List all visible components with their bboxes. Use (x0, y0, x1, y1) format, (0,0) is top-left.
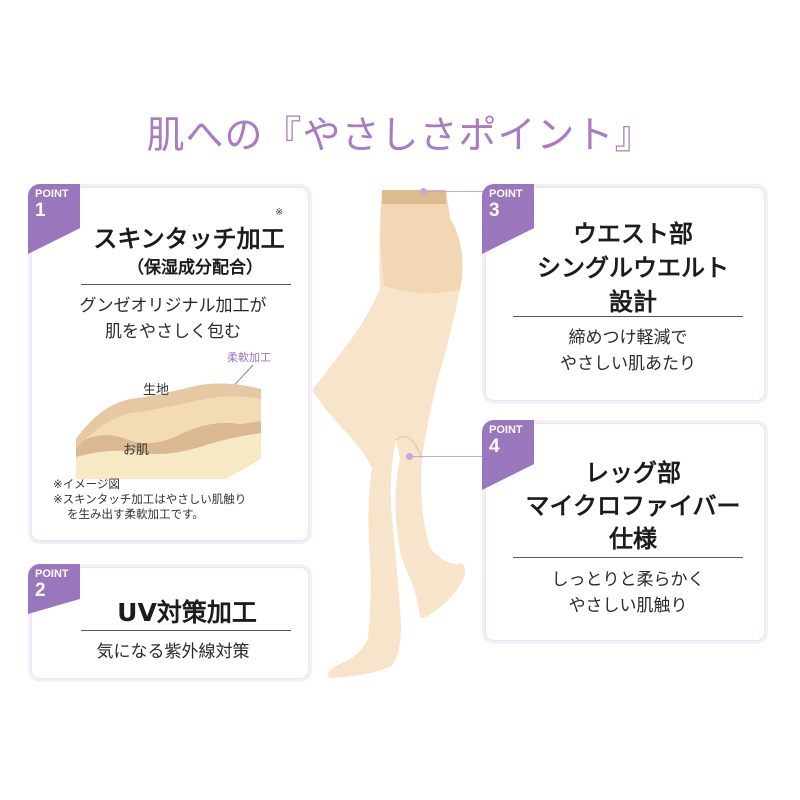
waist-connector-dot (420, 188, 427, 195)
point-1-description: グンゼオリジナル加工が 肌をやさしく包む (51, 293, 295, 345)
point-3-heading-line: 設計 (609, 288, 657, 316)
note-line: ※イメージ図 (53, 477, 120, 491)
fabric-layers-diagram (76, 364, 261, 479)
point-1-badge-word: POINT (35, 188, 69, 200)
point-1-mark: ※ (275, 207, 284, 218)
point-3-heading: ウエスト部 シングルウエルト 設計 (505, 217, 761, 319)
point-3-badge-number: 3 (489, 200, 500, 221)
point-1-badge: POINT 1 (28, 184, 80, 254)
point-4-card: POINT 4 レッグ部 マイクロファイバー 仕様 しっとりと柔らかく やさしい… (482, 420, 768, 644)
point-1-notes: ※イメージ図 ※スキンタッチ加工はやさしい肌触り を生み出す柔軟加工です。 (53, 477, 303, 522)
point-2-description: 気になる紫外線対策 (96, 642, 250, 662)
leg-connector-dot (406, 453, 413, 460)
point-1-badge-number: 1 (35, 200, 46, 221)
point-1-heading: スキンタッチ加工 (93, 225, 285, 253)
skin-label: お肌 (123, 443, 150, 458)
point-3-description-line: 締めつけ軽減で (568, 328, 688, 348)
point-4-heading-line: レッグ部 (585, 459, 681, 487)
waist-connector-line (426, 191, 484, 192)
point-2-divider (81, 630, 291, 631)
point-3-badge-word: POINT (489, 188, 523, 200)
point-2-badge: POINT 2 (28, 564, 80, 614)
point-2-badge-number: 2 (35, 580, 46, 601)
point-1-divider (81, 284, 291, 285)
point-2-card: POINT 2 UV対策加工 気になる紫外線対策 (28, 564, 312, 682)
point-1-description-line: グンゼオリジナル加工が (79, 296, 267, 316)
point-3-heading-line: シングルウエルト (537, 254, 729, 282)
point-4-badge-number: 4 (489, 436, 500, 457)
softening-label: 柔軟加工 (227, 351, 271, 364)
point-2-heading: UV対策加工 (117, 598, 257, 627)
note-line: を生み出す柔軟加工です。 (67, 507, 204, 521)
point-2-badge-word: POINT (35, 568, 69, 580)
point-4-divider (513, 557, 743, 558)
note-line: ※スキンタッチ加工はやさしい肌触り (53, 492, 247, 506)
leg-connector-line (412, 456, 484, 457)
point-1-card: POINT 1 スキンタッチ加工 ※ （保湿成分配合） グンゼオリジナル加工が … (28, 184, 312, 544)
point-4-description-line: やさしい肌触り (568, 596, 688, 616)
point-4-description: しっとりと柔らかく やさしい肌触り (505, 567, 751, 619)
point-3-heading-line: ウエスト部 (573, 220, 693, 248)
point-3-card: POINT 3 ウエスト部 シングルウエルト 設計 締めつけ軽減で やさしい肌あ… (482, 184, 768, 404)
point-4-heading: レッグ部 マイクロファイバー 仕様 (505, 457, 761, 556)
page-title: 肌への『やさしさポイント』 (146, 113, 654, 157)
point-4-description-line: しっとりと柔らかく (551, 570, 705, 590)
point-4-heading-line: マイクロファイバー (525, 492, 741, 520)
point-4-heading-line: 仕様 (609, 525, 657, 553)
point-1-subheading: （保湿成分配合） (127, 258, 263, 278)
point-3-description: 締めつけ軽減で やさしい肌あたり (505, 325, 751, 377)
fabric-label: 生地 (143, 383, 170, 398)
point-3-divider (513, 316, 743, 317)
point-3-description-line: やさしい肌あたり (560, 354, 696, 374)
point-4-badge-word: POINT (489, 424, 523, 436)
point-1-description-line: 肌をやさしく包む (105, 322, 241, 342)
stocking-illustration (312, 190, 466, 678)
